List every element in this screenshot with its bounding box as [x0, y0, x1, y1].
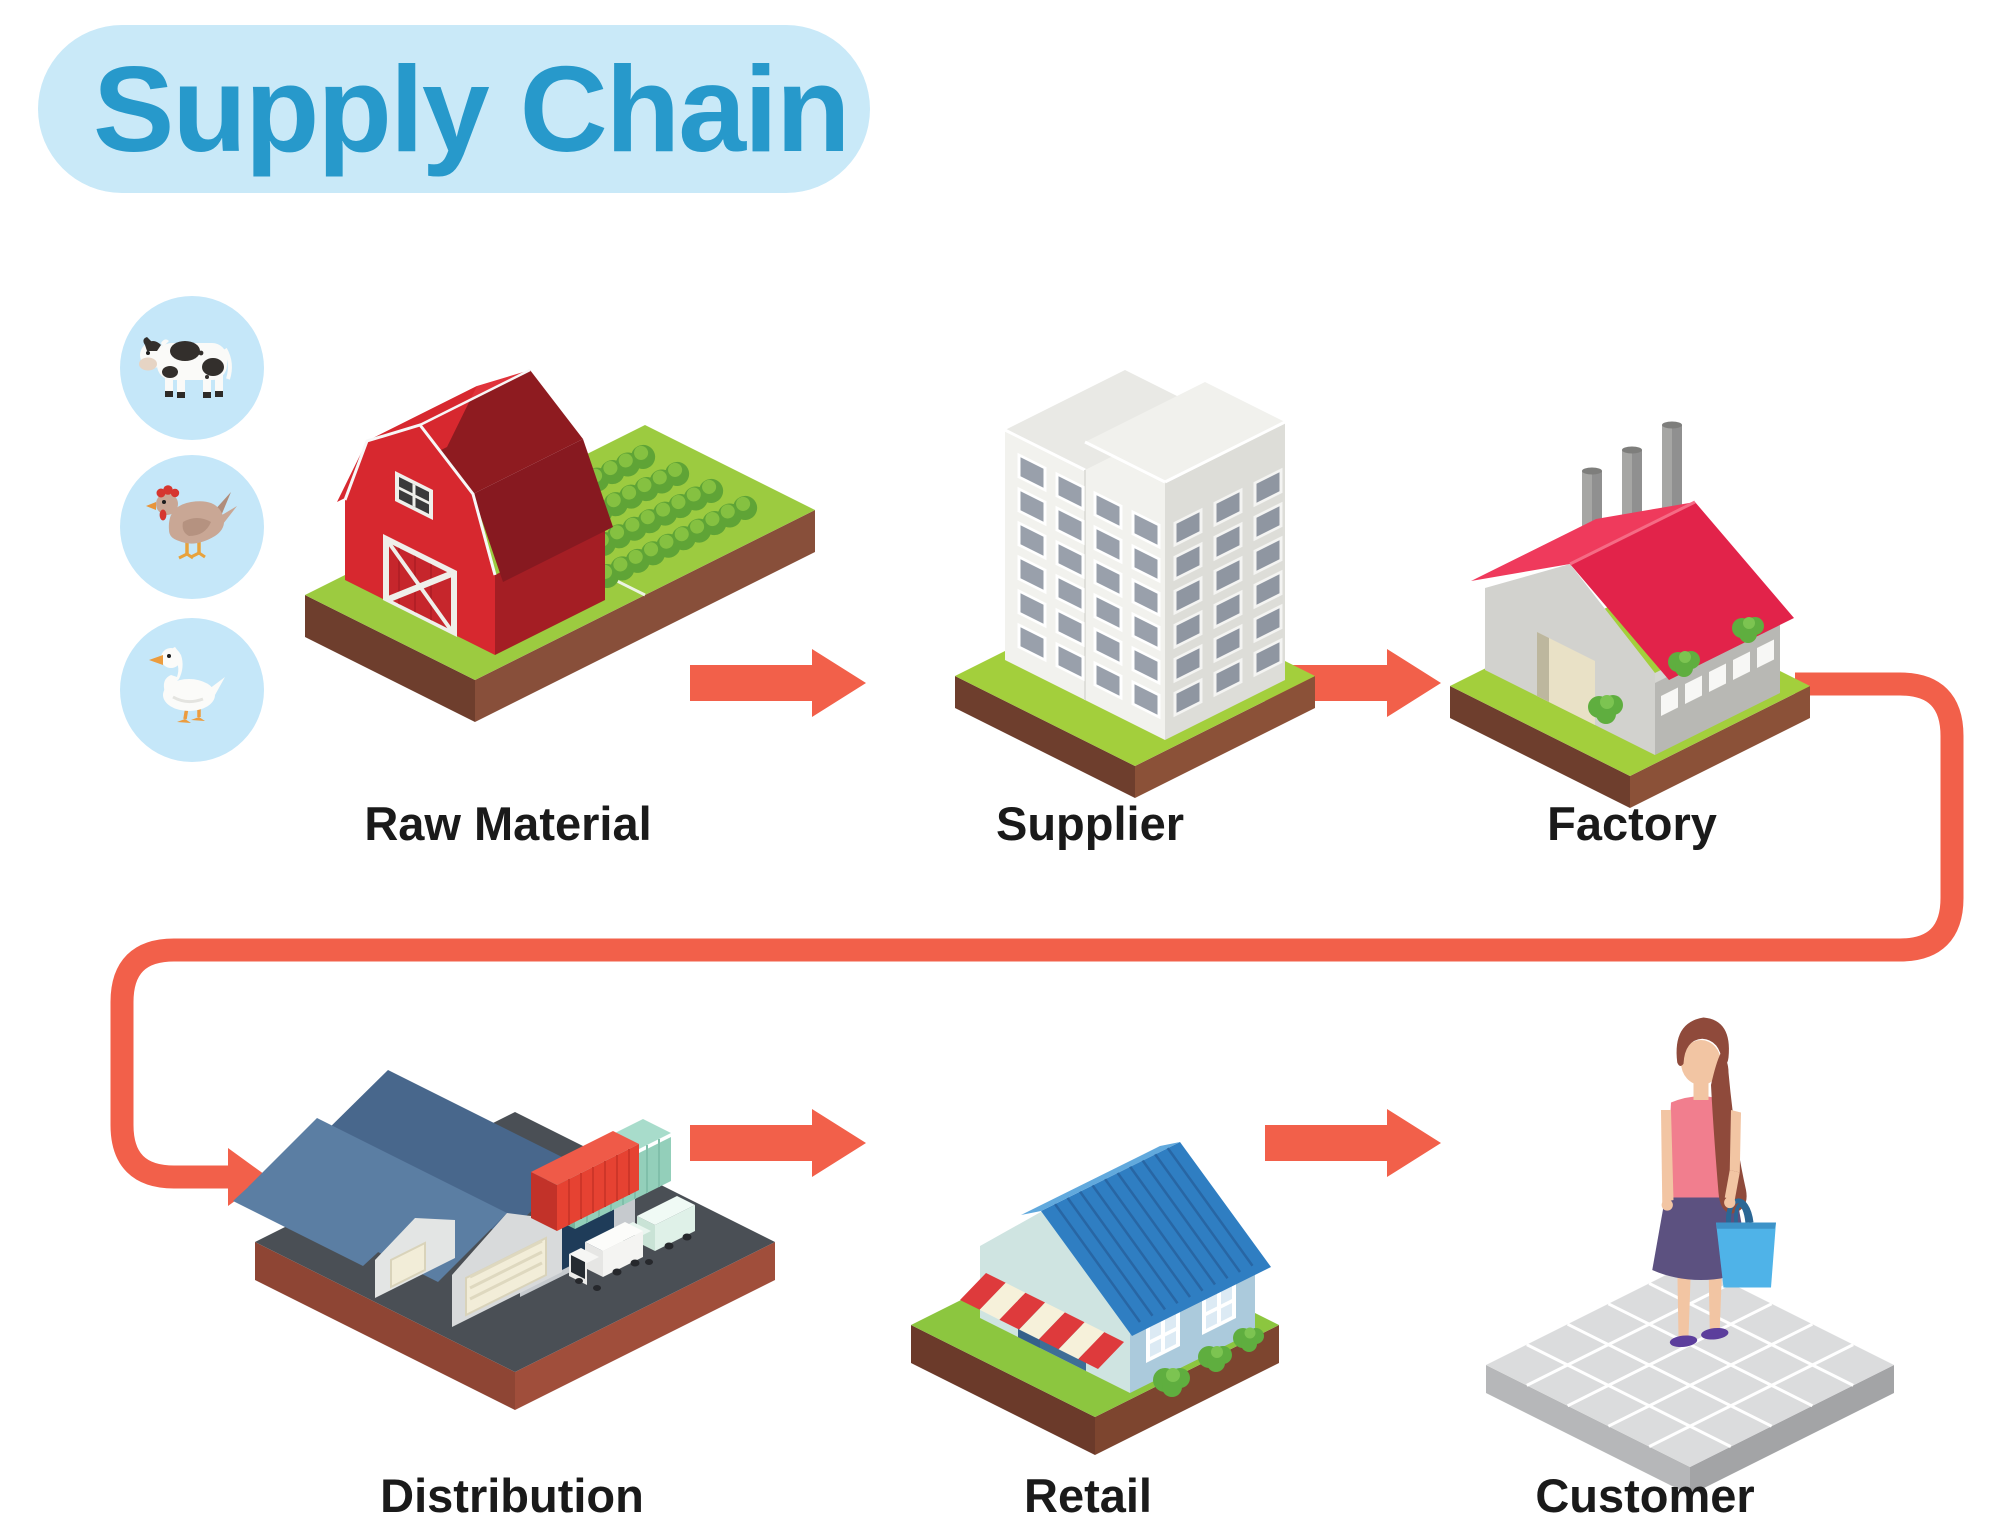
arrow-retail-to-customer: [1265, 1109, 1441, 1177]
supplier-building-icon: [1004, 370, 1286, 740]
shopping-bag-icon: [1716, 1198, 1776, 1288]
factory-illustration: [1450, 421, 1810, 808]
arrow-raw-to-supplier: [690, 649, 866, 717]
duck-figure: [149, 647, 225, 723]
customer-illustration: [1486, 1017, 1894, 1495]
arrow-factory-to-distribution: [110, 672, 1964, 1206]
title-bubble: Supply Chain: [38, 25, 870, 193]
barn-icon: [337, 368, 613, 655]
raw-material-illustration: [305, 368, 815, 722]
stage-label-distribution: Distribution: [380, 1469, 644, 1522]
supplier-windows-right: [1173, 467, 1283, 718]
truck-white-icon: [569, 1222, 643, 1291]
awning-icon: [960, 1273, 1124, 1369]
supplier-windows-left: [1017, 452, 1161, 720]
platform-grid: [1526, 1282, 1854, 1448]
stage-label-customer: Customer: [1535, 1469, 1755, 1522]
stage-label-raw-material: Raw Material: [364, 797, 652, 850]
retail-bushes: [1153, 1327, 1264, 1397]
customer-figure-icon: [1652, 1017, 1776, 1348]
retail-store-icon: [960, 1142, 1271, 1393]
stage-label-supplier: Supplier: [995, 797, 1185, 850]
stage-label-factory: Factory: [1547, 797, 1717, 850]
customer-platform: [1486, 1263, 1894, 1495]
page-title: Supply Chain: [93, 41, 850, 177]
factory-door: [1537, 632, 1595, 725]
chicken-figure: [146, 485, 237, 560]
barn-door: [383, 471, 457, 637]
distribution-illustration: [233, 1070, 775, 1410]
duck-icon: [120, 618, 264, 762]
supplier-illustration: [955, 370, 1315, 798]
arrow-distribution-to-retail: [690, 1109, 866, 1177]
cow-figure: [139, 337, 232, 398]
warehouse-icon: [233, 1070, 635, 1327]
roof-corrugation: [1053, 1147, 1254, 1323]
retail-illustration: [911, 1142, 1279, 1455]
shipping-containers-icon: [531, 1119, 671, 1231]
chicken-icon: [120, 455, 264, 599]
factory-bushes: [1588, 617, 1764, 724]
garage-door: [465, 1236, 547, 1317]
cow-icon: [120, 296, 264, 440]
stage-label-retail: Retail: [1024, 1469, 1152, 1522]
